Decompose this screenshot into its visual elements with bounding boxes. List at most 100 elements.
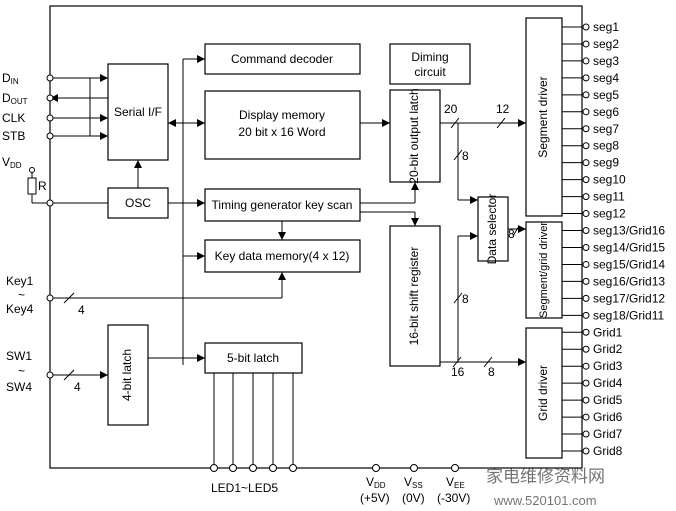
- shift-up-width: 8: [462, 292, 469, 306]
- arrowheads: [50, 55, 526, 379]
- right-pin-label: seg1: [593, 20, 619, 34]
- sw4-label: SW4: [6, 380, 32, 394]
- right-pin-circle: [582, 328, 590, 336]
- right-pin-label: seg3: [593, 54, 619, 68]
- right-pin-circle: [582, 294, 590, 302]
- right-pin-circle: [582, 210, 590, 218]
- grid-driver-block: [525, 327, 563, 459]
- osc-label: OSC: [125, 196, 151, 210]
- right-pin-circle: [582, 311, 590, 319]
- grid-in-width: 8: [488, 365, 495, 379]
- right-pin-label: seg14/Grid15: [593, 240, 665, 254]
- diming-label-2: circuit: [414, 65, 446, 79]
- five-bit-latch-block: [204, 342, 303, 374]
- right-pin-circle: [582, 74, 590, 82]
- right-pin-circle: [582, 23, 590, 31]
- right-pin-label: seg7: [593, 122, 619, 136]
- vee-value: (-30V): [437, 491, 470, 505]
- led-pins: LED1~LED5: [210, 464, 297, 495]
- resistor-label: R: [38, 179, 47, 193]
- right-pin-circle: [582, 379, 590, 387]
- right-pin-circle: [582, 413, 590, 421]
- vdd-bottom-label: VDD: [366, 475, 386, 490]
- right-pin-label: Grid3: [593, 359, 623, 373]
- right-pin-label: seg15/Grid14: [593, 257, 665, 271]
- right-pin-circle: [582, 243, 590, 251]
- shift-register-label: 16-bit shift register: [407, 247, 421, 346]
- wires: [27, 23, 590, 466]
- key-data-memory-label: Key data memory(4 x 12): [215, 249, 350, 263]
- key-bus-width: 4: [78, 303, 85, 317]
- key1-label: Key1: [6, 274, 34, 288]
- segment-grid-driver-block: [525, 221, 563, 319]
- right-pin-circle: [582, 345, 590, 353]
- right-pin-circle: [582, 277, 590, 285]
- data-selector-block: [477, 196, 509, 262]
- clk-label: CLK: [2, 111, 25, 125]
- right-pin-label: Grid4: [593, 376, 623, 390]
- sw-tilde: ~: [18, 364, 25, 378]
- latch-down-width: 8: [462, 149, 469, 163]
- data-selector-label: Data selector: [485, 194, 499, 265]
- vdd-value: (+5V): [360, 491, 390, 505]
- four-bit-latch-label: 4-bit latch: [120, 349, 134, 401]
- four-bit-latch-block: [107, 324, 149, 426]
- serial-if-label: Serial I/F: [114, 105, 162, 119]
- right-pin-label: seg17/Grid12: [593, 291, 665, 305]
- key4-label: Key4: [6, 302, 34, 316]
- command-decoder-label: Command decoder: [231, 52, 333, 66]
- diming-label-1: Diming: [411, 50, 448, 64]
- right-pin-label: seg4: [593, 71, 619, 85]
- right-pin-label: seg13/Grid16: [593, 224, 665, 238]
- output-latch-label: 20-bit output latch: [407, 88, 421, 183]
- right-pin-circle: [582, 176, 590, 184]
- power-pins: VDD (+5V) VSS (0V) VEE (-30V): [360, 464, 470, 505]
- shift-register-block: [389, 225, 441, 367]
- seg-out-width: 12: [496, 102, 510, 116]
- left-pin-circles: [29, 74, 54, 379]
- right-pin-circle: [582, 125, 590, 133]
- right-pin-label: seg5: [593, 88, 619, 102]
- display-memory-label-2: 20 bit x 16 Word: [238, 125, 325, 139]
- sw-bus-width: 4: [74, 380, 81, 394]
- sw1-label: SW1: [6, 349, 32, 363]
- segment-driver-block: [525, 17, 563, 217]
- watermark-line2: www.520101.com: [493, 493, 597, 508]
- right-pin-circle: [582, 40, 590, 48]
- command-decoder-block: [204, 43, 361, 75]
- stb-label: STB: [2, 129, 25, 143]
- key-tilde: ~: [18, 288, 25, 302]
- right-pin-label: seg12: [593, 207, 626, 221]
- right-pin-label: Grid7: [593, 427, 623, 441]
- right-pin-circle: [582, 260, 590, 268]
- bus-width-labels: 4 4 20 12 8 8 8 16 8: [74, 102, 515, 394]
- timing-generator-label: Timing generator key scan: [212, 198, 353, 212]
- right-pin-circle: [582, 91, 590, 99]
- vee-label: VEE: [446, 475, 465, 490]
- watermark-line1: 家电维修资料网: [486, 467, 605, 486]
- right-pin-label: seg18/Grid11: [593, 308, 664, 322]
- watermark: 家电维修资料网 www.520101.com: [486, 467, 605, 508]
- right-pin-label: Grid2: [593, 342, 623, 356]
- right-pin-label: seg8: [593, 139, 619, 153]
- right-pin-circle: [582, 108, 590, 116]
- right-pin-label: Grid6: [593, 410, 623, 424]
- left-labels: DIN DOUT CLK STB VDD R Key1 ~ Key4 SW1 ~…: [2, 71, 47, 394]
- display-memory-label-1: Display memory: [239, 108, 325, 122]
- vdd-left-label: VDD: [2, 155, 22, 170]
- right-pin-labels: seg1seg2seg3seg4seg5seg6seg7seg8seg9seg1…: [593, 20, 665, 458]
- right-pin-label: seg6: [593, 105, 619, 119]
- segment-grid-driver-label: Segment/grid driver: [538, 222, 550, 318]
- right-pin-label: seg16/Grid13: [593, 274, 665, 288]
- serial-if-block: [107, 63, 169, 161]
- chip-outline: [49, 5, 583, 469]
- shift-out-width: 16: [451, 365, 465, 379]
- right-pin-circle: [582, 396, 590, 404]
- dout-label: DOUT: [2, 91, 28, 106]
- right-pin-label: Grid8: [593, 444, 623, 458]
- right-pin-label: seg10: [593, 173, 626, 187]
- vss-label: VSS: [404, 475, 423, 490]
- right-pin-label: Grid1: [593, 325, 623, 339]
- grid-driver-label: Grid driver: [536, 365, 550, 421]
